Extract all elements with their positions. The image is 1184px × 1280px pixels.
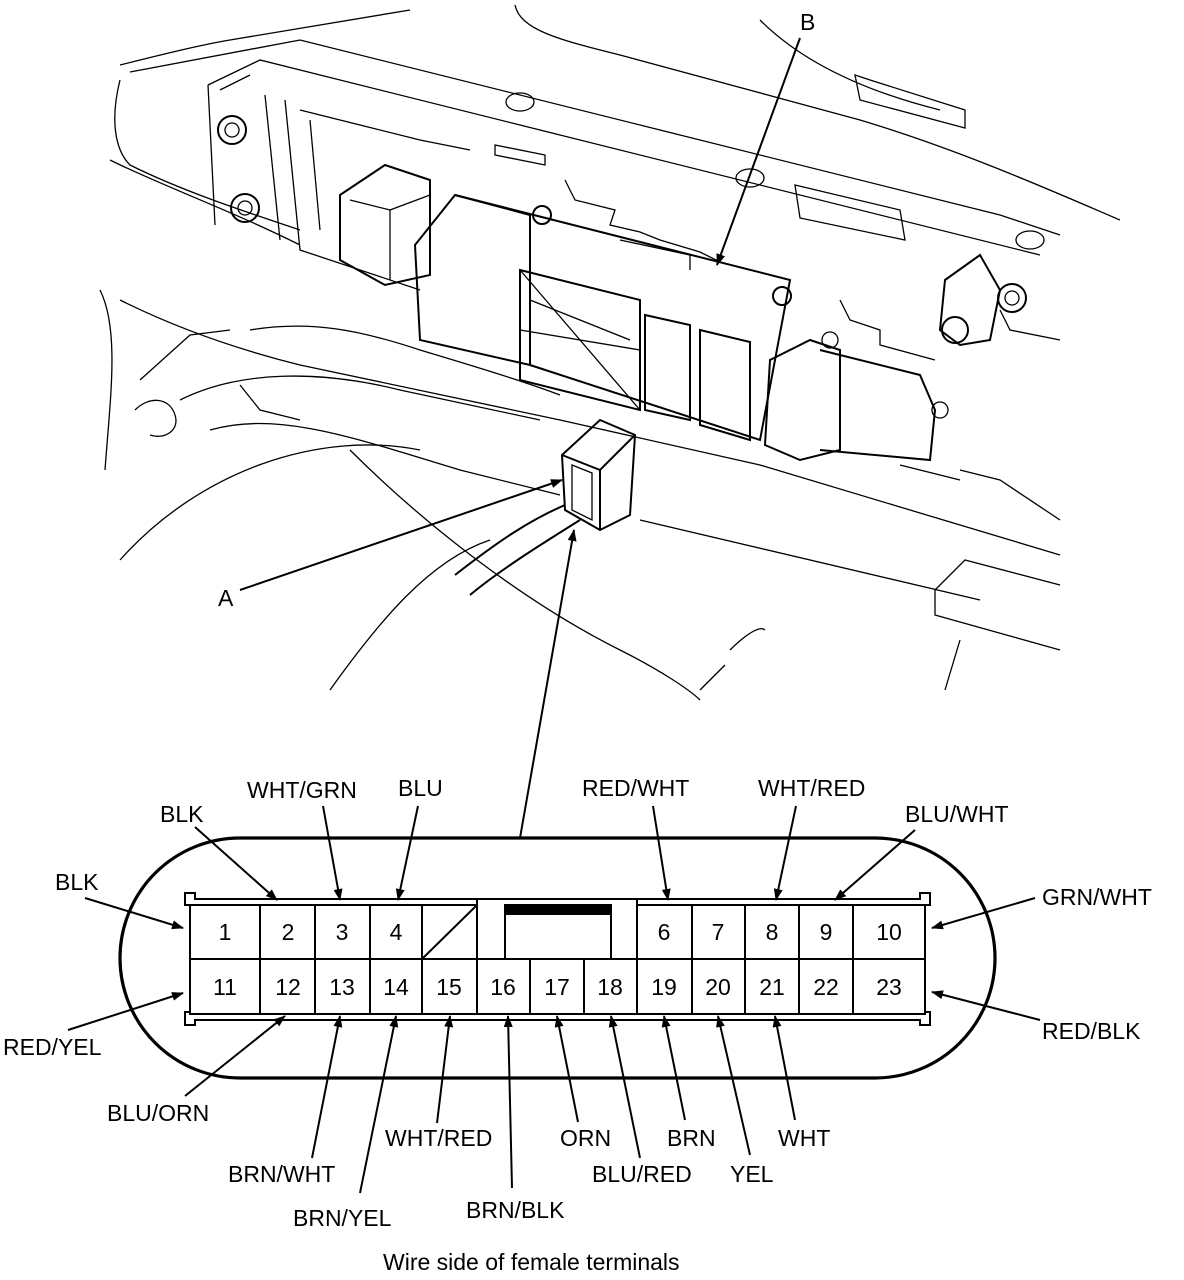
pin-22: 22 — [813, 974, 839, 1000]
callout-b-label: B — [800, 9, 815, 35]
wire-label-pin10: GRN/WHT — [1042, 884, 1152, 910]
wire-labels: BLK BLK WHT/GRN BLU RED/WHT WHT/RED BLU/… — [3, 775, 1152, 1231]
callout-a: A — [218, 479, 563, 611]
pin-14: 14 — [383, 974, 409, 1000]
pin-21: 21 — [759, 974, 785, 1000]
pin-1: 1 — [219, 919, 232, 945]
wire-label-pin20: YEL — [730, 1161, 774, 1187]
wire-label-pin14: BRN/YEL — [293, 1205, 392, 1231]
pin-15: 15 — [436, 974, 462, 1000]
wire-label-pin19: BRN — [667, 1125, 716, 1151]
pin-13: 13 — [329, 974, 355, 1000]
pin-16: 16 — [490, 974, 516, 1000]
wire-label-pin12: BLU/ORN — [107, 1100, 209, 1126]
wire-label-pin15: WHT/RED — [385, 1125, 492, 1151]
pin-19: 19 — [651, 974, 677, 1000]
pin-12: 12 — [275, 974, 301, 1000]
wire-label-pin23: RED/BLK — [1042, 1018, 1141, 1044]
wire-label-pin8: WHT/RED — [758, 775, 865, 801]
wire-label-pin21: WHT — [778, 1125, 830, 1151]
wire-label-pin9: BLU/WHT — [905, 801, 1009, 827]
pin-11: 11 — [213, 974, 237, 1000]
pin-18: 18 — [597, 974, 623, 1000]
dashboard-illustration — [99, 4, 1121, 701]
connector-face: 1 2 3 4 6 7 8 9 10 11 12 13 14 15 16 17 … — [118, 836, 997, 1080]
pin-6: 6 — [658, 919, 671, 945]
pin-8: 8 — [766, 919, 779, 945]
pin-10: 10 — [876, 919, 902, 945]
pin-2: 2 — [282, 919, 295, 945]
wire-label-pin1: BLK — [55, 869, 99, 895]
callout-b: B — [716, 9, 815, 266]
pin-4: 4 — [390, 919, 403, 945]
wire-label-pin17: ORN — [560, 1125, 611, 1151]
wire-label-pin13: BRN/WHT — [228, 1161, 335, 1187]
wire-label-pin11: RED/YEL — [3, 1034, 102, 1060]
callout-a-label: A — [218, 585, 234, 611]
pin-17: 17 — [544, 974, 570, 1000]
wire-leaders — [67, 805, 1041, 1194]
wire-label-pin6: RED/WHT — [582, 775, 689, 801]
wire-label-pin3: WHT/GRN — [247, 777, 357, 803]
wire-label-pin4: BLU — [398, 775, 443, 801]
pin-20: 20 — [705, 974, 731, 1000]
view-arrow — [519, 529, 577, 839]
wire-label-pin16: BRN/BLK — [466, 1197, 565, 1223]
row2-cells — [189, 958, 926, 1015]
pin-3: 3 — [336, 919, 349, 945]
wire-label-pin18: BLU/RED — [592, 1161, 692, 1187]
wire-label-pin2: BLK — [160, 801, 204, 827]
pin-23: 23 — [876, 974, 902, 1000]
pin-9: 9 — [820, 919, 833, 945]
caption: Wire side of female terminals — [383, 1249, 680, 1275]
pin-7: 7 — [712, 919, 725, 945]
